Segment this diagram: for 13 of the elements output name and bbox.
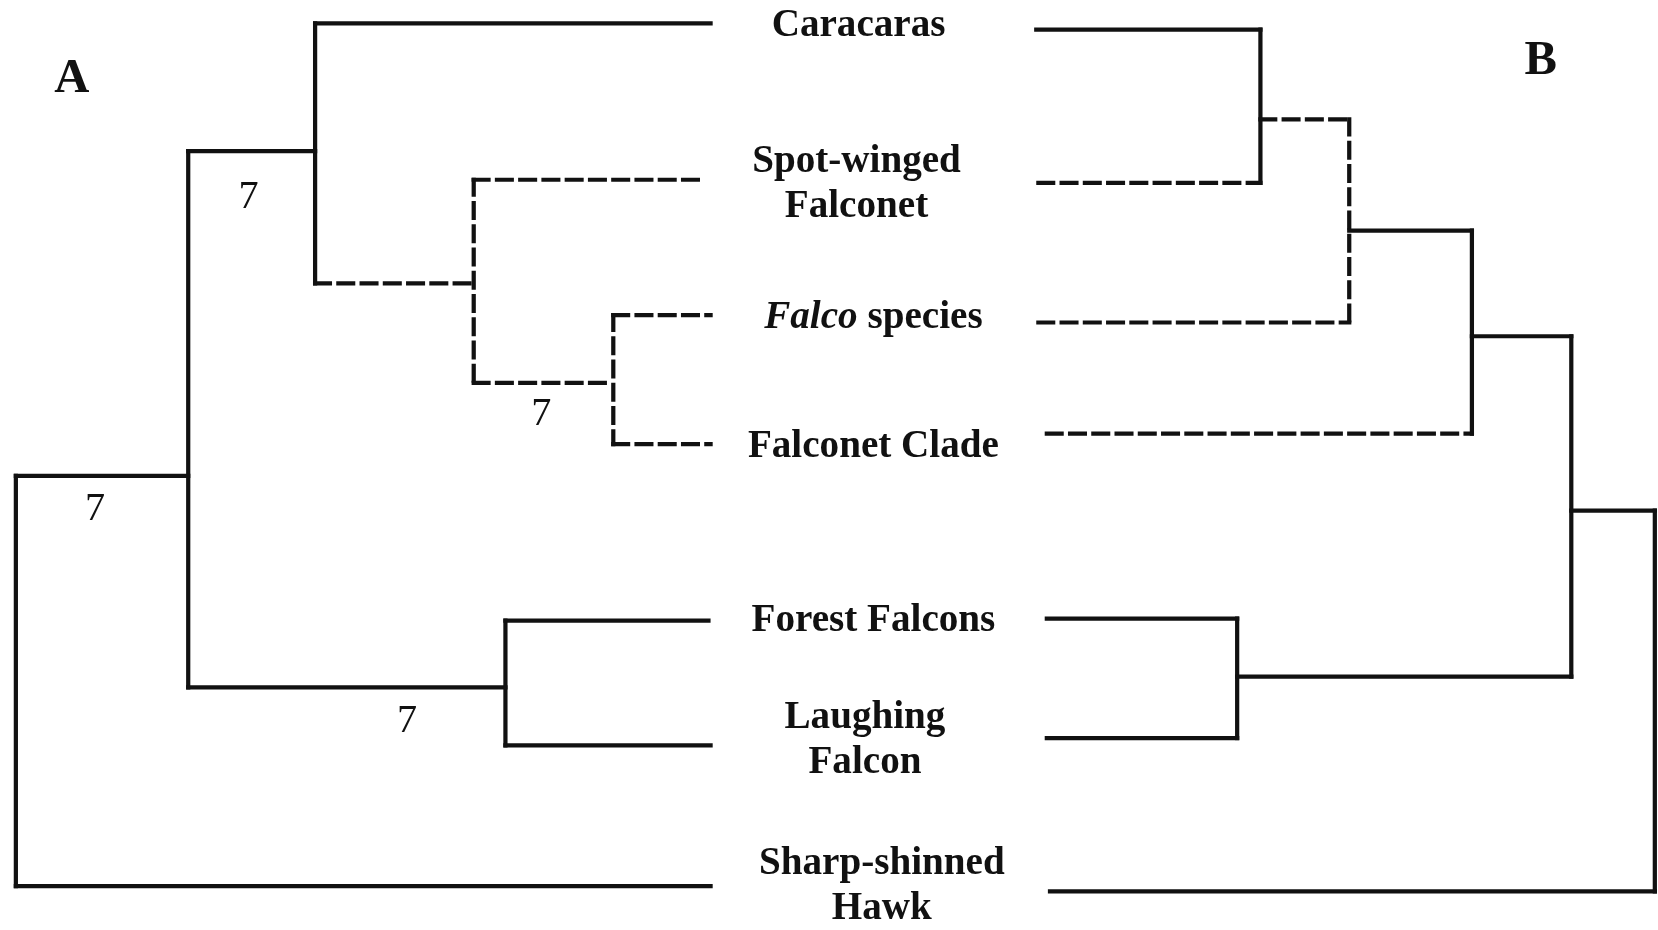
taxon-label: Sharp-shinned Hawk: [723, 839, 1041, 929]
panel-letter: B: [1524, 30, 1557, 87]
node-support-value: 7: [397, 695, 418, 743]
taxon-label: Falconet Clade: [704, 421, 1043, 467]
taxon-label: Forest Falcons: [704, 596, 1043, 642]
taxon-label: Falco species: [704, 292, 1043, 338]
node-support-value: 7: [238, 172, 259, 219]
panel-letter: A: [54, 48, 90, 105]
node-support-value: 7: [85, 484, 106, 531]
taxon-label: Spot-winged Falconet: [697, 136, 1016, 227]
taxon-label: Caracaras: [700, 0, 1018, 46]
taxon-label: Laughing Falcon: [748, 693, 982, 784]
node-support-value: 7: [531, 389, 552, 436]
